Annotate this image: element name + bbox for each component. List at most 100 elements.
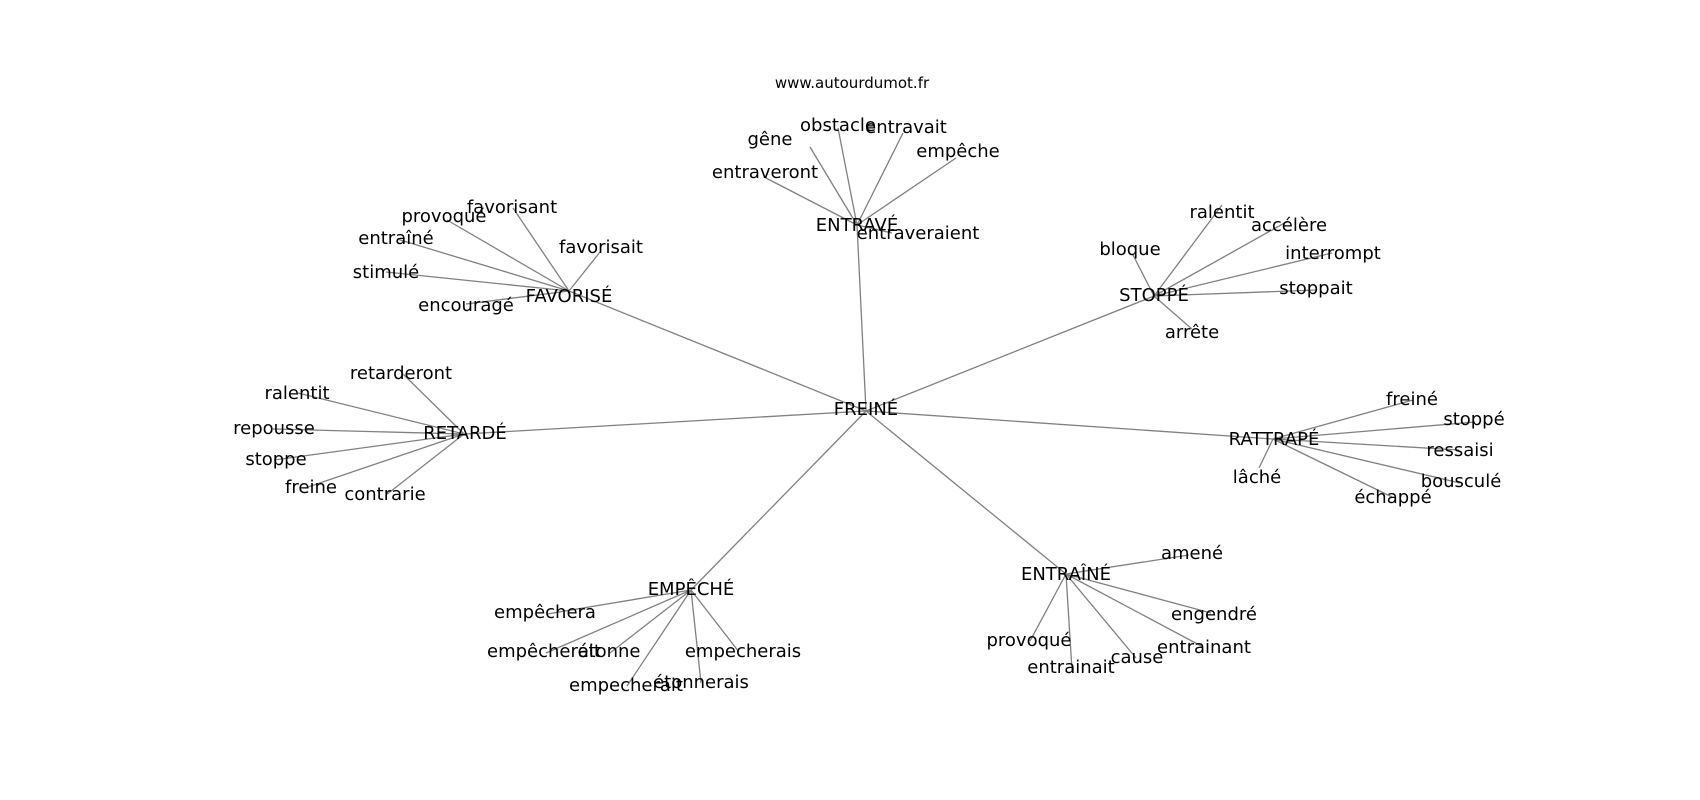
hub-edge <box>865 295 1155 412</box>
leaf-edge <box>856 224 893 234</box>
leaf-node-label: stoppé <box>1443 409 1504 430</box>
leaf-edge <box>1132 254 1155 297</box>
leaf-node-label: contrarie <box>344 484 425 505</box>
leaf-node-label: stoppe <box>245 449 306 470</box>
hub-node-label: RETARDÉ <box>423 422 507 444</box>
leaf-edge <box>402 373 465 435</box>
leaf-edge <box>1153 220 1289 297</box>
leaf-edge <box>1272 438 1461 484</box>
leaf-node-label: bloque <box>1099 239 1160 260</box>
leaf-edge <box>856 132 904 226</box>
leaf-node-label: stimulé <box>353 262 419 283</box>
leaf-node-label: empecherait <box>569 675 683 696</box>
leaf-edge <box>690 589 702 684</box>
leaf-edge <box>1065 573 1073 671</box>
leaf-edge <box>856 157 957 226</box>
leaf-node-label: freiné <box>1386 389 1438 410</box>
leaf-edge <box>385 271 570 292</box>
leaf-edge <box>512 207 570 292</box>
leaf-edge <box>1272 399 1414 440</box>
leaf-edge <box>1153 252 1333 297</box>
leaf-edge <box>1153 289 1318 297</box>
leaf-edge <box>1272 421 1476 440</box>
leaf-node-label: entraîné <box>358 228 433 249</box>
leaf-edge <box>385 433 465 496</box>
leaf-node-label: entraveraient <box>857 223 980 244</box>
leaf-edge <box>1065 573 1137 659</box>
leaf-edge <box>1153 204 1223 297</box>
leaf-edge <box>626 589 692 687</box>
hub-edge <box>568 290 867 412</box>
hub-edge <box>856 224 867 412</box>
leaf-node-label: étonne <box>577 641 640 662</box>
leaf-node-label: interrompt <box>1285 243 1381 264</box>
leaf-edge <box>809 146 858 226</box>
leaf-node-label: provoqué <box>986 630 1071 651</box>
leaf-node-label: empêcherait <box>487 641 601 662</box>
leaf-node-label: entrainait <box>1027 657 1114 678</box>
leaf-node-label: gêne <box>748 129 793 150</box>
leaf-edge <box>1272 438 1393 498</box>
leaf-node-label: entrainant <box>1157 637 1251 658</box>
center-node-label: FREINÉ <box>834 398 898 420</box>
hub-edge <box>463 410 867 435</box>
hub-node-label: RATTRAPÉ <box>1229 428 1320 450</box>
leaf-node-label: amené <box>1161 543 1223 564</box>
leaf-node-label: cause <box>1111 647 1164 668</box>
leaf-edge <box>1258 438 1274 469</box>
leaf-node-label: ralentit <box>1189 202 1254 223</box>
hub-node-label: ENTRAÎNÉ <box>1021 563 1111 585</box>
leaf-node-label: engendré <box>1171 604 1257 625</box>
hub-node-label: FAVORISÉ <box>526 285 613 307</box>
leaf-edge <box>1153 295 1193 330</box>
hub-edge <box>865 410 1274 440</box>
leaf-node-label: ralentit <box>264 383 329 404</box>
graph-edges <box>272 127 1476 687</box>
leaf-node-label: entraveront <box>712 162 818 183</box>
leaf-node-label: arrête <box>1165 322 1219 343</box>
leaf-node-label: entravait <box>865 117 947 138</box>
leaf-edge <box>546 589 692 615</box>
leaf-node-label: obstacle <box>800 115 876 136</box>
leaf-node-label: retarderont <box>350 363 452 384</box>
leaf-node-label: ressaisi <box>1426 440 1493 461</box>
leaf-edge <box>837 127 858 226</box>
leaf-node-label: provoqué <box>401 206 486 227</box>
leaf-node-label: freine <box>285 477 337 498</box>
leaf-edge <box>297 392 465 435</box>
leaf-node-label: empêche <box>916 141 1000 162</box>
leaf-edge <box>396 238 570 292</box>
leaf-edge <box>1029 573 1067 642</box>
leaf-edge <box>763 176 858 226</box>
leaf-edge <box>272 428 465 435</box>
hub-node-label: EMPÊCHÉ <box>648 578 735 600</box>
leaf-edge <box>446 219 570 292</box>
hub-edge <box>865 410 1067 575</box>
source-credit: www.autourdumot.fr <box>775 74 930 92</box>
hub-node-label: ENTRAVÉ <box>816 214 898 236</box>
leaf-node-label: empecherais <box>685 641 801 662</box>
leaf-node-label: bousculé <box>1421 471 1502 492</box>
hub-edge <box>690 410 867 591</box>
leaf-node-label: lâché <box>1233 467 1281 488</box>
leaf-node-label: repousse <box>233 418 315 439</box>
leaf-edge <box>609 589 692 654</box>
leaf-node-label: stoppait <box>1279 278 1352 299</box>
leaf-node-label: empêchera <box>494 602 596 623</box>
leaf-node-label: accélère <box>1251 215 1327 236</box>
leaf-node-label: favorisant <box>467 197 557 218</box>
leaf-edge <box>1065 554 1190 575</box>
leaf-node-label: encouragé <box>418 295 514 316</box>
leaf-edge <box>568 251 601 292</box>
leaf-edge <box>690 589 740 653</box>
leaf-edge <box>273 433 465 461</box>
hub-node-label: STOPPÉ <box>1119 284 1189 306</box>
leaf-edge <box>465 290 570 305</box>
leaf-edge <box>1272 438 1460 451</box>
leaf-edge <box>307 433 465 488</box>
leaf-node-label: étonnerais <box>653 672 749 693</box>
leaf-edge <box>1065 573 1204 648</box>
leaf-node-label: favorisait <box>559 237 643 258</box>
